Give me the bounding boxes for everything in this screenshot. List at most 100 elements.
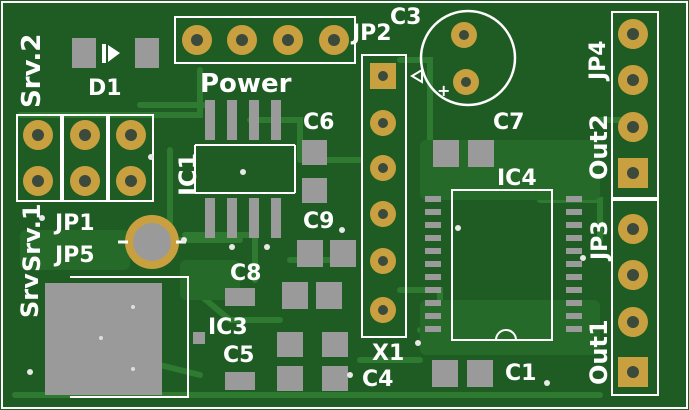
d1-pad-b: [135, 38, 159, 68]
via-6: [339, 227, 345, 233]
jp2-pin-4-hole: [378, 209, 388, 219]
ic1-pad-3: [249, 100, 259, 140]
c4-pad-1: [277, 366, 303, 391]
via-13: [39, 215, 45, 221]
d1-pad-a: [72, 38, 96, 68]
srv-pin-3-hole: [125, 129, 137, 141]
c7-pin-1-hole: [459, 30, 469, 40]
via-10: [544, 380, 550, 386]
jp2-pin-1-hole: [378, 71, 388, 81]
ic4-right-pad-8: [566, 287, 582, 293]
label-out1: Out1: [585, 319, 613, 385]
ic4-left-pad-11: [425, 326, 441, 332]
ic1-outline: [194, 144, 296, 194]
srv-pin-1-hole: [32, 129, 44, 141]
ic1-pad-8: [271, 198, 281, 238]
ic4-left-pad-10: [425, 313, 441, 319]
ic4-chip: [425, 189, 582, 341]
right-pin-5-hole: [627, 223, 639, 235]
c9-pad-1: [297, 240, 323, 267]
power-outline: [174, 16, 356, 64]
ic4-left-pad-3: [425, 222, 441, 228]
label-x1: X1: [372, 341, 404, 366]
jp2-pin-2-hole: [378, 118, 388, 128]
label-c6: C6: [303, 110, 334, 135]
label-jp1: JP1: [53, 211, 95, 236]
jp5-pad: [118, 215, 186, 269]
right-pin-1-hole: [627, 28, 639, 40]
d1-diode: [72, 38, 159, 68]
label-jp2: JP2: [350, 21, 392, 46]
jp2-pin-5-hole: [378, 256, 388, 266]
label-jp4: JP4: [586, 40, 611, 82]
ic4-right-pad-6: [566, 261, 582, 267]
ic4-left-pad-9: [425, 300, 441, 306]
ic3-pin: [193, 332, 205, 344]
ic4-notch: [495, 329, 517, 341]
via-3: [229, 244, 235, 250]
srv-header-outline-2: [62, 114, 108, 202]
c4-pad-2: [322, 366, 348, 391]
label-srv: Srv: [16, 273, 44, 318]
jp2-pin-6-hole: [378, 305, 388, 315]
label-c4: C4: [362, 367, 393, 392]
c1-pad-2: [467, 360, 493, 387]
c5-pad-1: [277, 332, 303, 357]
power-header: [174, 16, 356, 64]
label-c9: C9: [303, 209, 334, 234]
c7-outline: [419, 9, 517, 107]
label-ic3: IC3: [208, 315, 248, 340]
via-2: [240, 169, 246, 175]
jp2-pin1-marker: [410, 68, 423, 84]
ic1-pad-6: [227, 198, 237, 238]
via-4: [264, 244, 270, 250]
ic1-pad-2: [227, 100, 237, 140]
srv-pin-5-hole: [79, 175, 91, 187]
srv-pin-4-hole: [32, 175, 44, 187]
ic4-left-pad-6: [425, 261, 441, 267]
ic4-right-pad-3: [566, 222, 582, 228]
ic4-left-pad-7: [425, 274, 441, 280]
power-pin-2-hole: [236, 34, 248, 46]
ic4-right-pad-4: [566, 235, 582, 241]
via-12: [27, 369, 33, 375]
ic3-regulator: [45, 276, 189, 398]
ic1-pad-4: [271, 100, 281, 140]
jp5-center: [133, 223, 171, 261]
label-ic4: IC4: [497, 166, 537, 191]
right-pin-4-hole: [627, 167, 639, 179]
c3-pad-1: [433, 140, 459, 167]
ic1-pad-5: [205, 198, 215, 238]
ic4-right-pad-10: [566, 313, 582, 319]
silkscreen-labels: Srv.2 D1 Power JP2 C3 + JP4 C6 C7 IC1 Ou…: [16, 5, 613, 392]
c8-pad-2: [282, 282, 308, 309]
label-plus: +: [437, 81, 450, 100]
ic4-right-pad-11: [566, 326, 582, 332]
c6-pad-1: [302, 140, 327, 165]
label-c1: C1: [505, 361, 536, 386]
label-c7: C7: [493, 110, 524, 135]
via-7: [455, 225, 461, 231]
label-out2: Out2: [585, 114, 613, 180]
via-11: [347, 372, 353, 378]
ic4-left-pad-5: [425, 248, 441, 254]
right-header-column: [611, 11, 659, 396]
ic1-pad-7: [249, 198, 259, 238]
label-jp5: JP5: [53, 243, 95, 268]
right-pin-3-hole: [627, 121, 639, 133]
via-1: [148, 154, 154, 160]
label-c3: C3: [390, 5, 421, 30]
ic1-chip: [205, 100, 281, 238]
label-d1: D1: [88, 76, 122, 101]
c8-pad-1: [225, 288, 255, 306]
ic4-right-pad-9: [566, 300, 582, 306]
right-pin-8-hole: [627, 366, 639, 378]
srv-header-outline-1: [16, 114, 62, 202]
smd-passives: [193, 140, 494, 391]
right-pin-2-hole: [627, 74, 639, 86]
right-header-outline-bottom: [611, 199, 659, 396]
ic4-left-pad-4: [425, 235, 441, 241]
c3-pad-2: [468, 140, 494, 167]
